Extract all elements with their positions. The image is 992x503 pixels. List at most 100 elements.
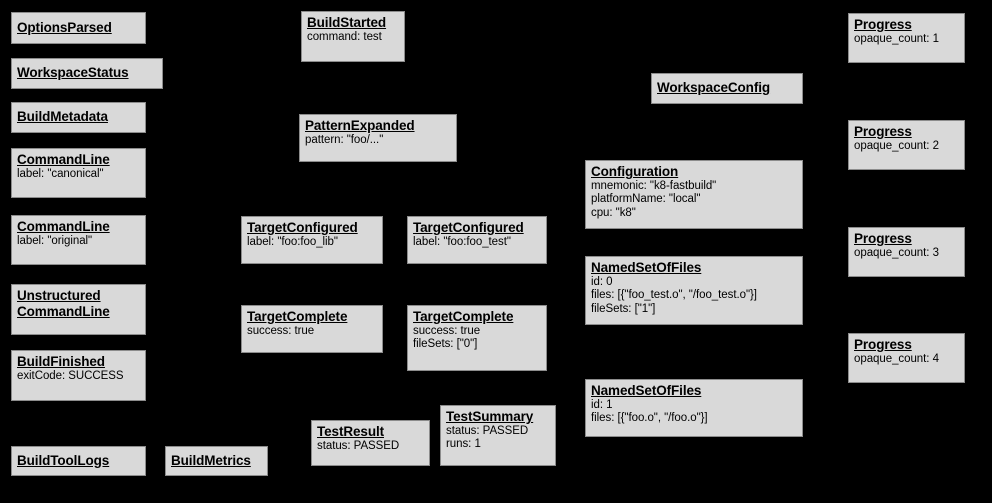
node-field: success: true xyxy=(413,324,481,337)
node-field: fileSets: ["0"] xyxy=(413,338,478,351)
node-title: CommandLine xyxy=(17,219,110,234)
node-build-metadata[interactable]: BuildMetadata xyxy=(11,102,146,133)
node-field: opaque_count: 1 xyxy=(854,32,939,45)
node-title: CommandLine xyxy=(17,152,110,167)
node-title: BuildStarted xyxy=(307,15,387,30)
node-title: OptionsParsed xyxy=(17,19,112,35)
node-title: BuildMetrics xyxy=(171,452,251,468)
node-field: runs: 1 xyxy=(446,438,481,451)
node-workspace-config[interactable]: WorkspaceConfig xyxy=(651,73,803,104)
node-field: platformName: "local" xyxy=(591,193,701,206)
node-field: pattern: "foo/..." xyxy=(305,133,384,146)
node-body: WorkspaceConfig xyxy=(657,80,770,96)
node-field: command: test xyxy=(307,30,382,43)
node-title: Progress xyxy=(854,231,912,246)
node-field: opaque_count: 4 xyxy=(854,352,939,365)
node-title: BuildToolLogs xyxy=(17,452,110,468)
node-field: label: "original" xyxy=(17,234,93,247)
node-title: TestResult xyxy=(317,424,385,439)
node-field: files: [{"foo.o", "/foo.o"}] xyxy=(591,412,708,425)
node-body: BuildToolLogs xyxy=(17,453,109,469)
node-title: CommandLine xyxy=(17,303,110,319)
node-body: BuildMetrics xyxy=(171,453,251,469)
node-title: TargetComplete xyxy=(247,309,348,324)
node-build-tool-logs[interactable]: BuildToolLogs xyxy=(11,446,146,476)
node-field: files: [{"foo_test.o", "/foo_test.o"}] xyxy=(591,289,757,302)
node-field: label: "foo:foo_test" xyxy=(413,235,511,248)
node-title: WorkspaceStatus xyxy=(17,65,129,81)
node-title: BuildFinished xyxy=(17,354,105,369)
node-options-parsed[interactable]: OptionsParsed xyxy=(11,12,146,44)
node-body: OptionsParsed xyxy=(17,20,112,36)
node-title: Progress xyxy=(854,17,912,32)
node-title: Configuration xyxy=(591,164,679,179)
node-field: exitCode: SUCCESS xyxy=(17,369,124,382)
node-title: TargetConfigured xyxy=(247,220,358,235)
node-title: WorkspaceConfig xyxy=(657,80,771,96)
node-title: PatternExpanded xyxy=(305,118,415,133)
node-field: opaque_count: 2 xyxy=(854,139,939,152)
node-field: label: "foo:foo_lib" xyxy=(247,235,338,248)
node-field: status: PASSED xyxy=(446,424,529,437)
node-field: label: "canonical" xyxy=(17,167,104,180)
node-title: TargetConfigured xyxy=(413,220,524,235)
node-body: BuildMetadata xyxy=(17,109,108,125)
node-title: TargetComplete xyxy=(413,309,514,324)
node-field: fileSets: ["1"] xyxy=(591,303,656,316)
node-title: Progress xyxy=(854,337,912,352)
node-field: cpu: "k8" xyxy=(591,207,636,220)
node-field: success: true xyxy=(247,324,315,337)
node-title: Progress xyxy=(854,124,912,139)
node-title: NamedSetOfFiles xyxy=(591,260,702,275)
node-title: TestSummary xyxy=(446,409,534,424)
node-field: status: PASSED xyxy=(317,439,400,452)
node-field: id: 0 xyxy=(591,275,613,288)
node-title: NamedSetOfFiles xyxy=(591,383,702,398)
node-field: mnemonic: "k8-fastbuild" xyxy=(591,179,717,192)
node-workspace-status[interactable]: WorkspaceStatus xyxy=(11,58,163,89)
node-body: WorkspaceStatus xyxy=(17,65,129,81)
node-field: opaque_count: 3 xyxy=(854,246,939,259)
node-title: BuildMetadata xyxy=(17,109,108,125)
node-build-metrics[interactable]: BuildMetrics xyxy=(165,446,268,476)
node-title: Unstructured xyxy=(17,288,101,303)
